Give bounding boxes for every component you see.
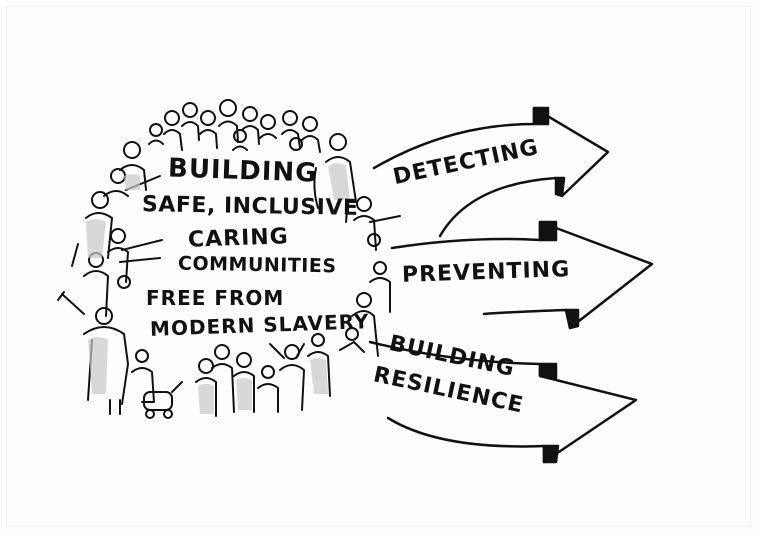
arrow-detecting: [372, 106, 610, 238]
statement-line-1: BUILDING: [167, 153, 319, 189]
crowd-top-row: [148, 99, 321, 153]
crowd-bottom-row: [131, 333, 331, 419]
statement-line-2: SAFE, INCLUSIVE: [141, 192, 359, 221]
arrow-preventing: [390, 220, 654, 330]
crowd-shading: [86, 163, 350, 414]
crowd-right-side: [313, 133, 401, 357]
statement-line-5: FREE FROM: [146, 286, 285, 310]
arrow-building-resilience: [368, 340, 638, 464]
statement-line-4: COMMUNITIES: [177, 252, 337, 278]
image-frame: [6, 6, 751, 527]
arrows: [368, 106, 654, 464]
crowd-illustration: [57, 99, 401, 419]
statement-line-3: CARING: [187, 224, 290, 253]
crowd-left-side: [57, 141, 163, 415]
arrow-label-preventing: PREVENTING: [401, 257, 571, 288]
